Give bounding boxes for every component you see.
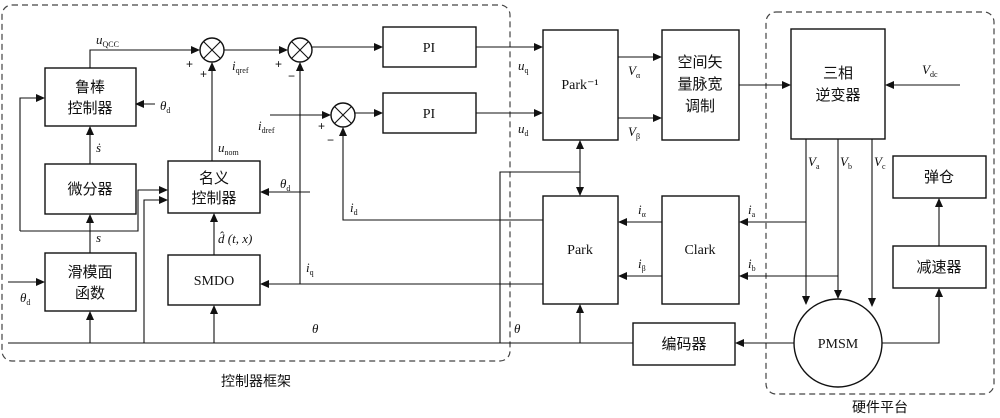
label-d-hat: d̂ (t, x) [218,231,252,246]
label-i-dref: idref [258,118,275,135]
inverse-park-label: Park⁻¹ [561,78,598,93]
sliding-surface-block: 滑模面 函数 [44,252,137,312]
differentiator-block: 微分器 [44,163,137,215]
magazine-label: 弹仓 [924,168,954,186]
label-theta-d-robust: θd [160,98,170,115]
svpwm-block: 空间矢 量脉宽 调制 [661,29,740,141]
controller-frame [1,4,511,362]
pi-d-block: PI [382,92,477,134]
encoder-label: 编码器 [661,335,706,353]
sign-plus-1a: + [186,57,193,71]
robust-controller-line2: 控制器 [67,99,112,117]
inverse-park-block: Park⁻¹ [542,29,619,141]
label-u-d: ud [518,121,529,138]
label-theta-left: θ [312,321,319,336]
sliding-surface-line1: 滑模面 [67,263,112,281]
reducer-label: 减速器 [916,258,961,276]
label-i-beta: iβ [638,256,646,273]
sliding-surface-line2: 函数 [75,284,105,302]
label-theta-d-nominal: θd [280,176,290,193]
label-v-b: Vb [840,154,852,171]
pi-q-label: PI [423,41,436,56]
label-v-a: Va [808,154,820,171]
label-i-d: id [350,200,358,217]
junction-signs: + + + − + − [186,57,334,147]
sign-plus-1b: + [200,67,207,81]
controller-frame-label: 控制器框架 [221,374,291,390]
inverter-line2: 逆变器 [815,86,860,104]
label-v-c: Vc [874,154,886,171]
nominal-controller-line2: 控制器 [191,189,236,207]
encoder-block: 编码器 [632,322,736,366]
hardware-frame [765,11,995,395]
label-s-dot: ṡ [96,140,101,155]
pmsm-block: PMSM [793,298,883,388]
smdo-block: SMDO [167,254,261,306]
smdo-label: SMDO [194,274,234,289]
label-u-nom: unom [218,140,240,157]
nominal-controller-line1: 名义 [199,169,229,187]
label-v-alpha: Vα [628,63,641,80]
label-i-alpha: iα [638,202,647,219]
sign-minus-3: − [327,133,334,147]
signal-wires [8,43,960,347]
robust-controller-block: 鲁棒 控制器 [44,67,137,127]
sign-minus-2: − [288,69,295,83]
label-theta-right: θ [514,321,521,336]
sum-junction-2 [287,37,313,63]
label-s: s [96,230,101,245]
label-i-q: iq [306,260,314,277]
park-block: Park [542,195,619,305]
nominal-controller-block: 名义 控制器 [167,160,261,214]
label-theta-d-smf: θd [20,290,30,307]
sign-plus-3: + [318,119,325,133]
label-i-a: ia [748,202,756,219]
svpwm-line1: 空间矢 [677,53,722,71]
inverter-block: 三相 逆变器 [790,28,886,140]
inverter-line1: 三相 [823,64,853,82]
label-v-dc: Vdc [922,62,938,79]
clark-block: Clark [661,195,740,305]
pi-d-label: PI [423,107,436,122]
robust-controller-line1: 鲁棒 [75,78,105,96]
label-i-qref: iqref [232,58,249,75]
reducer-block: 减速器 [892,245,987,289]
label-i-b: ib [748,256,756,273]
park-label: Park [567,243,593,258]
sum-junction-3 [330,102,356,128]
magazine-block: 弹仓 [892,155,987,199]
label-u-qcc: uQCC [96,32,119,49]
svpwm-line2: 量脉宽 [677,75,722,93]
differentiator-label: 微分器 [67,180,112,198]
label-u-q: uq [518,58,529,75]
signal-labels: uQCC θd ṡ s unom d̂ (t, x) iqref idref i… [20,32,938,336]
sign-plus-2: + [275,57,282,71]
hardware-frame-label: 硬件平台 [852,400,908,416]
label-v-beta: Vβ [628,124,640,141]
clark-label: Clark [684,243,715,258]
sum-junction-1 [199,37,225,63]
pi-q-block: PI [382,26,477,68]
pmsm-label: PMSM [818,337,859,352]
svpwm-line3: 调制 [685,97,715,115]
